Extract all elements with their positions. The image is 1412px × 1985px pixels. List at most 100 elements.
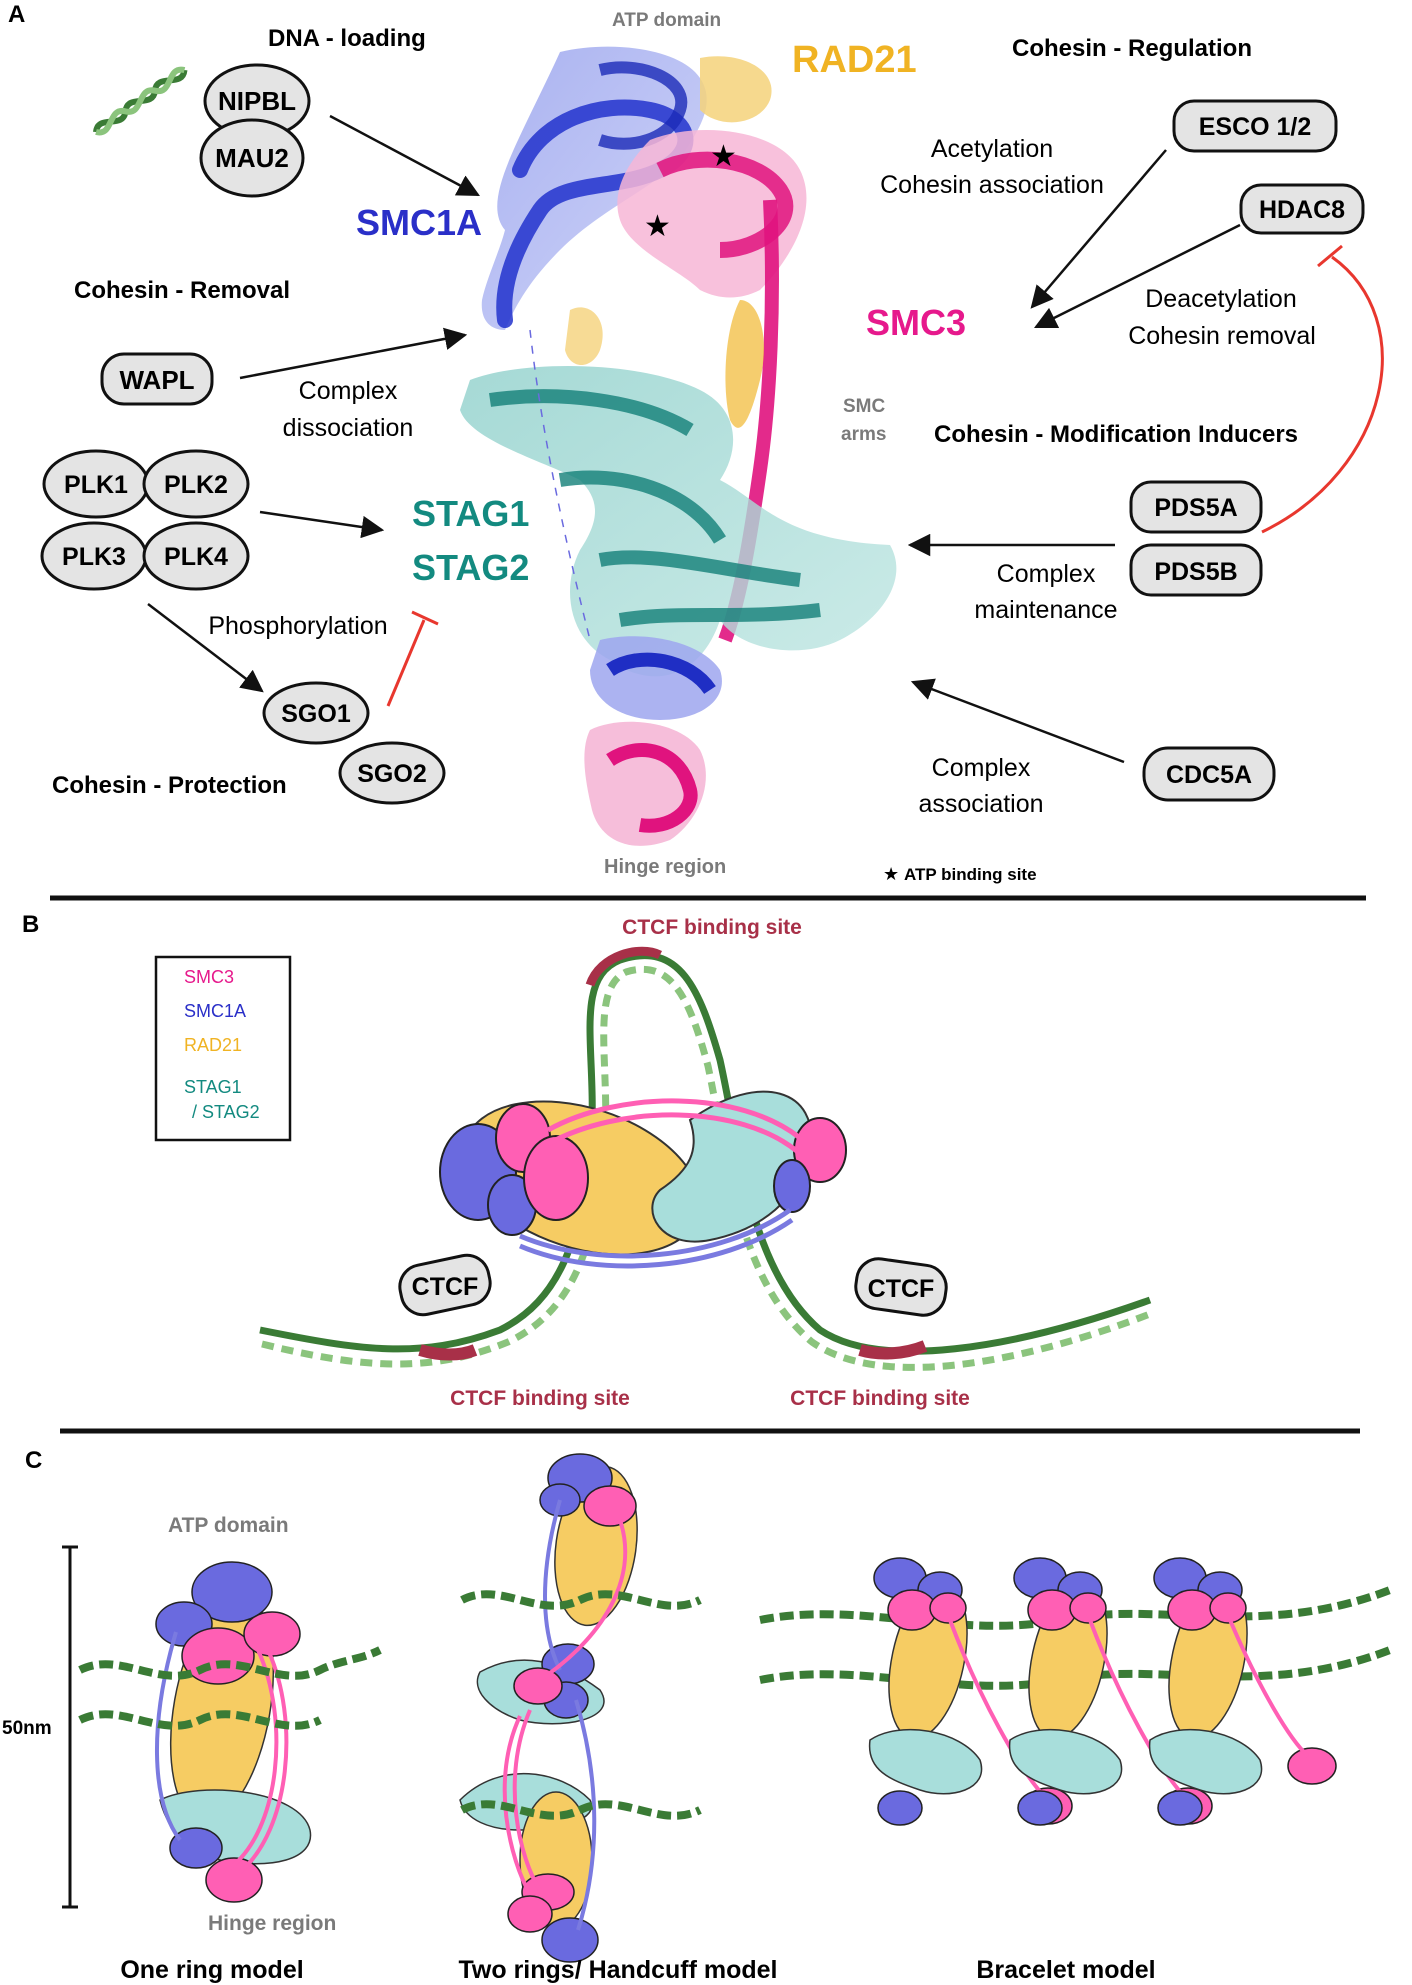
handcuff-title: Two rings/ Handcuff model [459, 1956, 778, 1984]
dna-icon [93, 66, 188, 136]
legend-smc1a: SMC1A [184, 1001, 246, 1021]
ctcf-left-label: CTCF [412, 1273, 479, 1301]
panel-a-letter: A [8, 1, 25, 28]
smc-arms-label-1: SMC [843, 396, 886, 417]
plk1-label: PLK1 [64, 471, 128, 499]
arrow-esco-smc3 [1030, 149, 1167, 309]
arrow-nipbl-smc1a [329, 114, 480, 197]
inhibit-sgo1-stag [386, 619, 426, 707]
rad21-surface-left [565, 307, 603, 365]
stag-ribbon [489, 389, 821, 627]
inhibit-pds5a-hdac8-bar [1317, 244, 1343, 268]
atp-site-stars: ★ ★ [644, 140, 737, 243]
node-plk1: PLK1 [42, 449, 150, 519]
dna-loop [259, 946, 1152, 1371]
hinge-blue-ribbon [606, 652, 716, 695]
scale-bar-label: 50nm [2, 1718, 52, 1739]
bracelet-unit-1 [868, 1557, 1073, 1826]
legend-smc3: SMC3 [184, 967, 234, 987]
plk2-label: PLK2 [164, 471, 228, 499]
esco-label: ESCO 1/2 [1199, 113, 1312, 141]
node-plk4: PLK4 [142, 521, 250, 591]
scale-bar [62, 1545, 78, 1909]
arrow-plk-stag [259, 510, 385, 539]
node-hdac8: HDAC8 [1239, 183, 1365, 235]
node-pds5b: PDS5B [1129, 543, 1263, 597]
atp-binding-legend: ATP binding site [904, 865, 1037, 884]
atp-star-2: ★ [644, 210, 671, 243]
removal-heading: Cohesin - Removal [74, 277, 290, 304]
phosphorylation-label: Phosphorylation [208, 612, 387, 640]
ctcf-site-left [418, 1344, 478, 1361]
node-mau2: MAU2 [199, 118, 305, 198]
ctcf-right-label: CTCF [868, 1275, 935, 1303]
panel-c-letter: C [25, 1447, 42, 1474]
atp-binding-legend-star: ★ [883, 864, 899, 884]
handcuff-model [459, 1453, 702, 1963]
node-cdc5a: CDC5A [1142, 746, 1276, 802]
node-wapl: WAPL [100, 352, 214, 406]
node-sgo2: SGO2 [338, 741, 446, 805]
deacetylation-label-2: Cohesin removal [1128, 322, 1316, 350]
maintenance-label-1: Complex [997, 560, 1096, 588]
panel-c: C 50nm ATP domain Hinge region [2, 1447, 1392, 1984]
smc1a-label: SMC1A [356, 202, 482, 243]
ctcf-site-top [585, 946, 663, 987]
bracelet-model [759, 1557, 1392, 1826]
panel-a: A ATP domain RAD21 SMC1A SMC3 STAG1 STAG… [8, 1, 1384, 884]
pds5b-label: PDS5B [1154, 558, 1237, 586]
legend-box: SMC3 SMC1A RAD21 STAG1 / STAG2 [154, 955, 292, 1142]
inhibit-sgo1-stag-bar [411, 610, 439, 626]
acetylation-label-2: Cohesin association [880, 171, 1104, 199]
regulation-heading: Cohesin - Regulation [1012, 35, 1252, 62]
association-label-2: association [918, 790, 1043, 818]
smc-arms-label-2: arms [841, 424, 886, 445]
legend-stag2: / STAG2 [192, 1102, 260, 1122]
ctcf-site-label-right: CTCF binding site [790, 1387, 970, 1410]
sgo2-label: SGO2 [357, 760, 426, 788]
one-ring-hinge-label: Hinge region [208, 1912, 336, 1935]
dissociation-label-1: Complex [299, 377, 398, 405]
ctcf-node-left: CTCF [398, 1253, 492, 1317]
dashed-link [529, 329, 591, 641]
stag1-label: STAG1 [412, 493, 529, 534]
hinge-pink-ribbon [606, 743, 698, 833]
hinge-region-label: Hinge region [604, 856, 726, 878]
plk3-label: PLK3 [62, 543, 126, 571]
deacetylation-label-1: Deacetylation [1145, 285, 1296, 313]
ctcf-site-label-left: CTCF binding site [450, 1387, 630, 1410]
cohesin-ring-b [439, 1090, 847, 1269]
bracelet-title: Bracelet model [976, 1956, 1155, 1984]
smc3-label: SMC3 [866, 302, 966, 343]
legend-stag1: STAG1 [184, 1077, 242, 1097]
stag-surface [460, 366, 897, 677]
ctcf-site-right [858, 1340, 928, 1360]
arrow-plk-sgo1 [147, 603, 264, 693]
acetylation-label-1: Acetylation [931, 135, 1053, 163]
atp-domain-label: ATP domain [612, 10, 721, 31]
modification-heading: Cohesin - Modification Inducers [934, 421, 1298, 448]
legend-rad21: RAD21 [184, 1035, 242, 1055]
activation-arrows [147, 114, 1241, 764]
panel-b-letter: B [22, 911, 39, 938]
arrow-hdac8-smc3 [1033, 223, 1241, 329]
inhibit-pds5a-hdac8 [1261, 255, 1384, 534]
dna-loading-heading: DNA - loading [268, 25, 426, 52]
inhibition-arrows [386, 244, 1384, 707]
maintenance-label-2: maintenance [974, 596, 1117, 624]
one-ring-atp-label: ATP domain [168, 1514, 289, 1537]
panel-b: B SMC3 SMC1A RAD21 STAG1 / STAG2 [22, 911, 1152, 1410]
ctcf-site-label-top: CTCF binding site [622, 916, 802, 939]
plk4-label: PLK4 [164, 543, 228, 571]
cdc5a-label: CDC5A [1166, 761, 1252, 789]
protection-heading: Cohesin - Protection [52, 772, 287, 799]
pds5a-label: PDS5A [1154, 494, 1237, 522]
rad21-surface-mid [725, 300, 764, 428]
smc3-ribbon [656, 151, 794, 258]
nipbl-label: NIPBL [218, 86, 296, 116]
smc3-head-2 [523, 1135, 589, 1221]
node-nipbl: NIPBL [203, 63, 311, 139]
one-ring-model [78, 1561, 382, 1903]
ctcf-node-right: CTCF [854, 1257, 948, 1317]
